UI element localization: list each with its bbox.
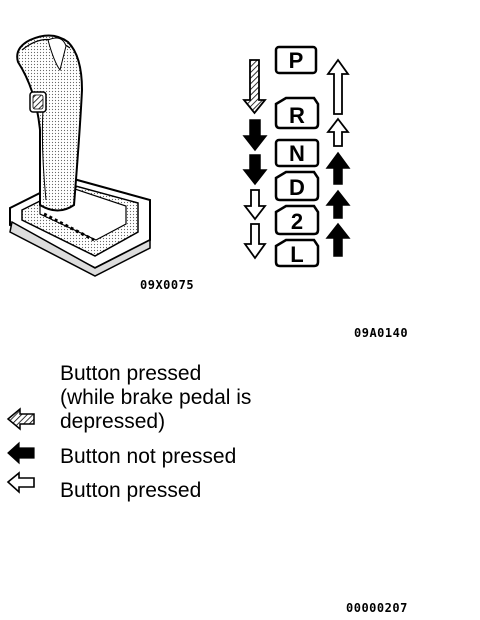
diagram-figure-code: 09A0140	[354, 326, 409, 340]
filled-down-arrow-icon	[242, 119, 268, 152]
gear-2-label: 2	[291, 209, 303, 234]
legend-label-filled: Button not pressed	[60, 445, 237, 468]
outline-arrow-icon	[6, 471, 35, 494]
downshift-arrows	[242, 59, 268, 260]
filled-up-arrow-icon	[325, 151, 351, 185]
gear-r-label: R	[289, 103, 305, 128]
gear-p-box	[274, 45, 318, 75]
legend-label-hatched-line-2: (while brake pedal is	[60, 386, 252, 409]
gear-n-label: N	[289, 141, 305, 166]
outline-up-arrow-icon	[326, 58, 350, 115]
page-code: 00000207	[346, 601, 408, 615]
outline-up-arrow-icon	[326, 117, 350, 147]
gear-selector-diagram: P R N D 2 L	[274, 45, 320, 268]
filled-down-arrow-icon	[242, 154, 268, 186]
gear-n-box	[274, 138, 320, 168]
gear-r-box	[274, 96, 320, 130]
outline-down-arrow-icon	[243, 189, 267, 221]
filled-up-arrow-icon	[325, 189, 351, 219]
filled-arrow-icon	[7, 441, 35, 465]
upshift-arrows	[325, 58, 351, 257]
filled-up-arrow-icon	[325, 222, 351, 257]
legend-label-hatched-line-3: depressed)	[60, 410, 166, 433]
outline-down-arrow-icon	[243, 223, 267, 260]
gear-d-box	[274, 170, 320, 202]
hatched-arrow-icon	[6, 407, 35, 431]
shift-lever-illustration	[9, 34, 151, 277]
gear-2-box	[274, 204, 320, 236]
legend-label-hatched-line-1: Button pressed	[60, 362, 202, 385]
gear-d-label: D	[289, 175, 305, 200]
gear-l-label: L	[290, 242, 303, 267]
shifter-figure-code: 09X0075	[140, 278, 195, 292]
gear-l-box	[274, 238, 320, 268]
legend-label-outline: Button pressed	[60, 479, 202, 502]
gear-p-label: P	[289, 48, 304, 73]
legend-icons	[6, 407, 35, 494]
hatched-down-arrow-icon	[242, 59, 267, 115]
